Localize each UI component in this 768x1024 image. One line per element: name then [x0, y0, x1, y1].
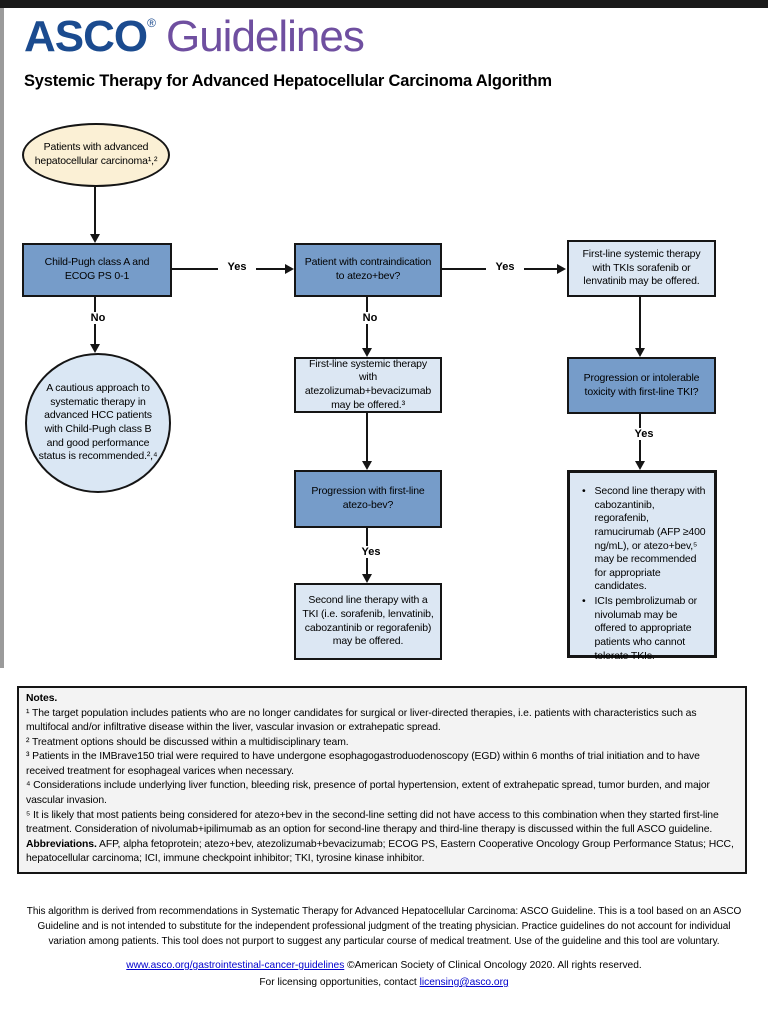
list-item: • ICIs pembrolizumab or nivolumab may be… — [574, 595, 708, 663]
flow-node-child-pugh: Child-Pugh class A and ECOG PS 0-1 — [22, 243, 172, 297]
flow-node-firstline-atezo-bev: First-line systemic therapy with atezoli… — [294, 357, 442, 413]
page-title: Systemic Therapy for Advanced Hepatocell… — [24, 72, 552, 90]
arrow-firstline-tki-to-progression — [639, 297, 641, 349]
list-item: • Second line therapy with cabozantinib,… — [574, 485, 708, 594]
arrowhead-down-icon — [635, 461, 645, 470]
registered-trademark-symbol: ® — [147, 16, 156, 30]
flow-node-contraindication: Patient with contraindication to atezo+b… — [294, 243, 442, 297]
abbreviations-label: Abbreviations. — [26, 838, 97, 850]
copyright-line: www.asco.org/gastrointestinal-cancer-gui… — [0, 958, 768, 975]
flow-node-start-patients: Patients with advanced hepatocellular ca… — [22, 123, 170, 187]
page-top-border — [0, 0, 768, 8]
arrowhead-down-icon — [362, 574, 372, 583]
guidelines-url-link[interactable]: www.asco.org/gastrointestinal-cancer-gui… — [126, 960, 345, 971]
arrow-start-to-childpugh — [94, 187, 96, 235]
bullet-icon: • — [582, 485, 586, 497]
notes-box: Notes. ¹ The target population includes … — [17, 686, 747, 874]
abbreviations-text: AFP, alpha fetoprotein; atezo+bev, atezo… — [26, 838, 734, 865]
edge-label-yes-4: Yes — [625, 428, 663, 440]
footnote-2: ² Treatment options should be discussed … — [26, 736, 349, 748]
licensing-text: For licensing opportunities, contact — [259, 976, 420, 988]
arrowhead-right-icon — [285, 264, 294, 274]
flow-node-progression-atezo-bev: Progression with first-line atezo-bev? — [294, 470, 442, 528]
edge-label-yes-1: Yes — [218, 261, 256, 273]
notes-heading: Notes. — [26, 693, 58, 704]
secondline-option-text: Second line therapy with cabozantinib, r… — [594, 485, 706, 593]
bullet-icon: • — [582, 595, 586, 608]
footnote-1: ¹ The target population includes patient… — [26, 707, 697, 734]
arrowhead-down-icon — [362, 348, 372, 357]
flow-node-firstline-tki: First-line systemic therapy with TKIs so… — [567, 240, 716, 297]
secondline-option-text: ICIs pembrolizumab or nivolumab may be o… — [594, 595, 698, 662]
asco-guidelines-logo: ASCO® Guidelines — [24, 12, 365, 62]
edge-label-no-1: No — [84, 312, 112, 324]
footnote-5: ⁵ It is likely that most patients being … — [26, 809, 719, 836]
copyright-text: ©American Society of Clinical Oncology 2… — [344, 960, 642, 971]
licensing-line: For licensing opportunities, contact lic… — [0, 975, 768, 992]
arrowhead-down-icon — [362, 461, 372, 470]
logo-guidelines-text: Guidelines — [165, 12, 365, 61]
edge-label-no-2: No — [356, 312, 384, 324]
footnote-4: ⁴ Considerations include underlying live… — [26, 780, 710, 806]
footnote-3: ³ Patients in the IMBrave150 trial were … — [26, 751, 700, 777]
arrowhead-right-icon — [557, 264, 566, 274]
arrowhead-down-icon — [635, 348, 645, 357]
flow-node-caution-approach: A cautious approach to systematic therap… — [25, 353, 171, 493]
page-left-edge-shadow — [0, 8, 4, 668]
edge-label-yes-2: Yes — [486, 261, 524, 273]
flow-node-secondline-tki: Second line therapy with a TKI (i.e. sor… — [294, 583, 442, 660]
flow-node-secondline-options: • Second line therapy with cabozantinib,… — [567, 470, 717, 662]
footer-links: www.asco.org/gastrointestinal-cancer-gui… — [0, 958, 768, 992]
edge-label-yes-3: Yes — [352, 546, 390, 558]
arrowhead-down-icon — [90, 234, 100, 243]
disclaimer-text: This algorithm is derived from recommend… — [26, 906, 742, 947]
arrowhead-down-icon — [90, 344, 100, 353]
flow-node-progression-tki: Progression or intolerable toxicity with… — [567, 357, 716, 414]
arrow-atezo-to-progression — [366, 413, 368, 463]
licensing-email-link[interactable]: licensing@asco.org — [419, 976, 509, 988]
logo-asco-text: ASCO — [24, 12, 148, 61]
